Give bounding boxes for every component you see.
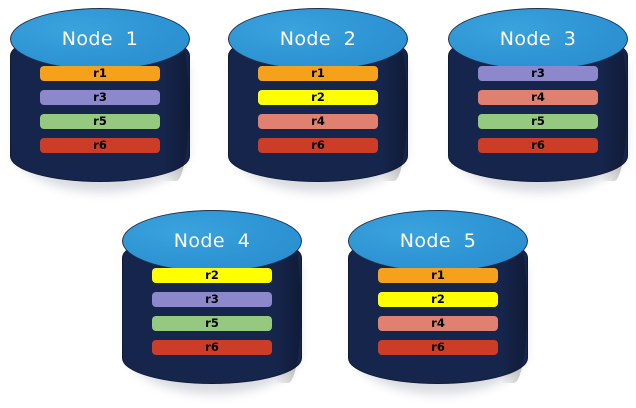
replica-bar[interactable]: r4 (478, 90, 598, 105)
replica-bar[interactable]: r1 (258, 66, 378, 81)
replica-list: r1 r2 r4 r6 (258, 66, 378, 153)
cylinder-top-ellipse (448, 8, 628, 70)
replica-list: r3 r4 r5 r6 (478, 66, 598, 153)
cylinder-top-ellipse (228, 8, 408, 70)
replica-bar[interactable]: r4 (378, 316, 498, 331)
replica-bar[interactable]: r6 (258, 138, 378, 153)
replica-bar[interactable]: r1 (40, 66, 160, 81)
replica-bar[interactable]: r2 (258, 90, 378, 105)
replica-bar[interactable]: r6 (378, 340, 498, 355)
replica-bar[interactable]: r5 (478, 114, 598, 129)
replica-list: r1 r2 r4 r6 (378, 268, 498, 355)
replica-bar[interactable]: r2 (378, 292, 498, 307)
replica-bar[interactable]: r5 (40, 114, 160, 129)
replica-bar[interactable]: r6 (478, 138, 598, 153)
replica-bar[interactable]: r4 (258, 114, 378, 129)
replica-bar[interactable]: r5 (152, 316, 272, 331)
replica-bar[interactable]: r1 (378, 268, 498, 283)
replica-bar[interactable]: r3 (478, 66, 598, 81)
replica-list: r2 r3 r5 r6 (152, 268, 272, 355)
replica-bar[interactable]: r2 (152, 268, 272, 283)
replica-bar[interactable]: r6 (40, 138, 160, 153)
replica-bar[interactable]: r3 (40, 90, 160, 105)
replica-bar[interactable]: r3 (152, 292, 272, 307)
replica-bar[interactable]: r6 (152, 340, 272, 355)
cylinder-top-ellipse (348, 210, 528, 272)
cylinder-top-ellipse (10, 8, 190, 70)
cylinder-top-ellipse (122, 210, 302, 272)
replica-list: r1 r3 r5 r6 (40, 66, 160, 153)
